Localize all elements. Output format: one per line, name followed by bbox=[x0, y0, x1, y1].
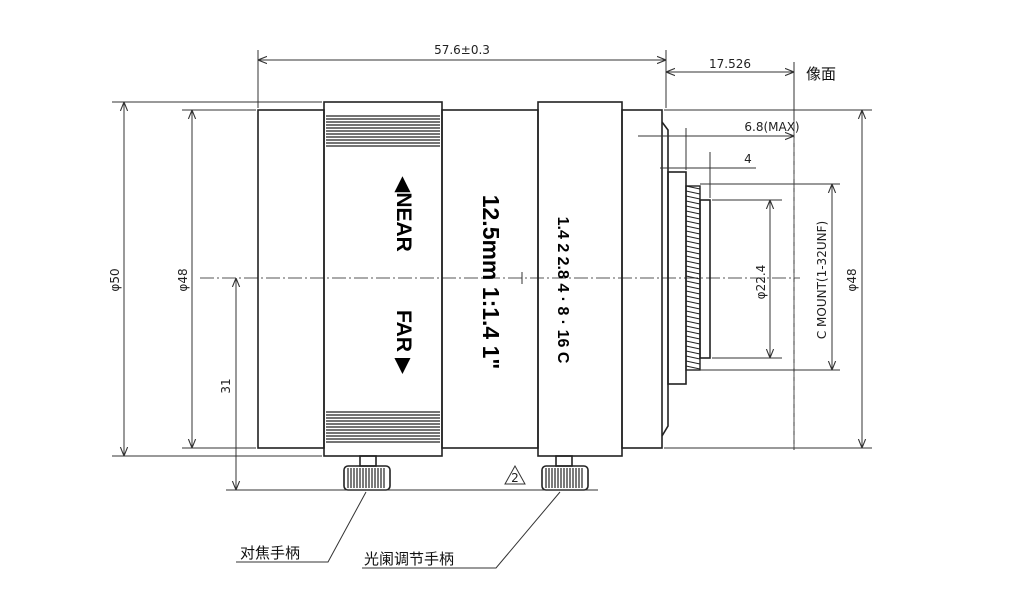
focus-handle-leader bbox=[236, 491, 367, 563]
thread-length-label: 4 bbox=[744, 152, 752, 166]
thread-diameter-label: φ22.4 bbox=[754, 265, 768, 300]
focus-ring bbox=[323, 101, 443, 457]
handle-height-label: 31 bbox=[219, 378, 233, 393]
focus-ring-knurl-bottom bbox=[326, 411, 440, 443]
note-marker: 2 bbox=[504, 464, 526, 485]
far-marking: FAR ▶ bbox=[392, 310, 415, 375]
aperture-scale-marking: 1.4 2 2.8 4 · 8 · 16 C bbox=[554, 217, 571, 364]
model-marking: 12.5mm 1:1.4 1" bbox=[478, 195, 504, 370]
front-barrel bbox=[257, 109, 325, 449]
back-focal-label: 17.526 bbox=[709, 57, 751, 71]
focus-ring-knurl-top bbox=[326, 115, 440, 147]
rear-body bbox=[621, 109, 663, 449]
rear-chamfer bbox=[661, 121, 669, 437]
aperture-ring bbox=[537, 101, 623, 457]
flange-max-label: 6.8(MAX) bbox=[744, 120, 799, 134]
near-marking: ◀NEAR bbox=[392, 176, 415, 252]
front-diameter-label: φ48 bbox=[176, 268, 190, 291]
mount-rear-face bbox=[699, 199, 711, 359]
iris-handle bbox=[541, 455, 589, 491]
iris-handle-leader bbox=[362, 491, 561, 569]
overall-length-label: 57.6±0.3 bbox=[434, 43, 490, 57]
rear-diameter-label: φ48 bbox=[845, 268, 859, 291]
iris-handle-label: 光阑调节手柄 bbox=[364, 550, 454, 568]
outer-diameter-label: φ50 bbox=[108, 268, 122, 291]
focus-handle bbox=[343, 455, 391, 491]
focus-handle-label: 对焦手柄 bbox=[240, 544, 300, 562]
image-plane-label: 像面 bbox=[806, 65, 836, 83]
svg-text:2: 2 bbox=[511, 471, 519, 485]
mount-thread-label: C MOUNT(1-32UNF) bbox=[815, 221, 829, 339]
